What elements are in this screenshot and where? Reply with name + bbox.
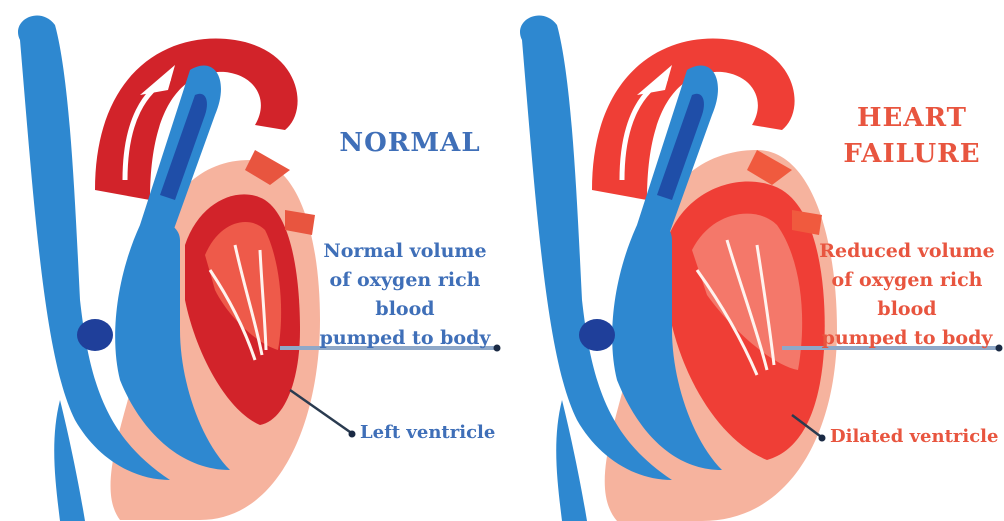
note-line: of oxygen rich blood <box>802 266 1004 324</box>
failure-volume-note: Reduced volume of oxygen rich blood pump… <box>802 237 1004 353</box>
left-ventricle-label: Left ventricle <box>360 422 495 444</box>
ventricle-pointer-dot <box>819 435 826 442</box>
note-line: Normal volume <box>300 237 510 266</box>
valve-dark <box>77 319 113 351</box>
title-line: HEART <box>832 100 992 136</box>
note-line: pumped to body <box>802 324 1004 353</box>
title-line: FAILURE <box>832 136 992 172</box>
heart-failure-panel: HEART FAILURE Reduced volume of oxygen r… <box>502 0 1004 521</box>
normal-volume-note: Normal volume of oxygen rich blood pumpe… <box>300 237 510 353</box>
note-line: of oxygen rich blood <box>300 266 510 324</box>
note-line: pumped to body <box>300 324 510 353</box>
dilated-ventricle-label: Dilated ventricle <box>830 426 998 448</box>
note-line: Reduced volume <box>802 237 1004 266</box>
valve-dark <box>579 319 615 351</box>
normal-title: NORMAL <box>330 125 490 161</box>
normal-heart-panel: NORMAL Normal volume of oxygen rich bloo… <box>0 0 502 521</box>
ventricle-pointer-dot <box>349 431 356 438</box>
failure-title: HEART FAILURE <box>832 100 992 172</box>
